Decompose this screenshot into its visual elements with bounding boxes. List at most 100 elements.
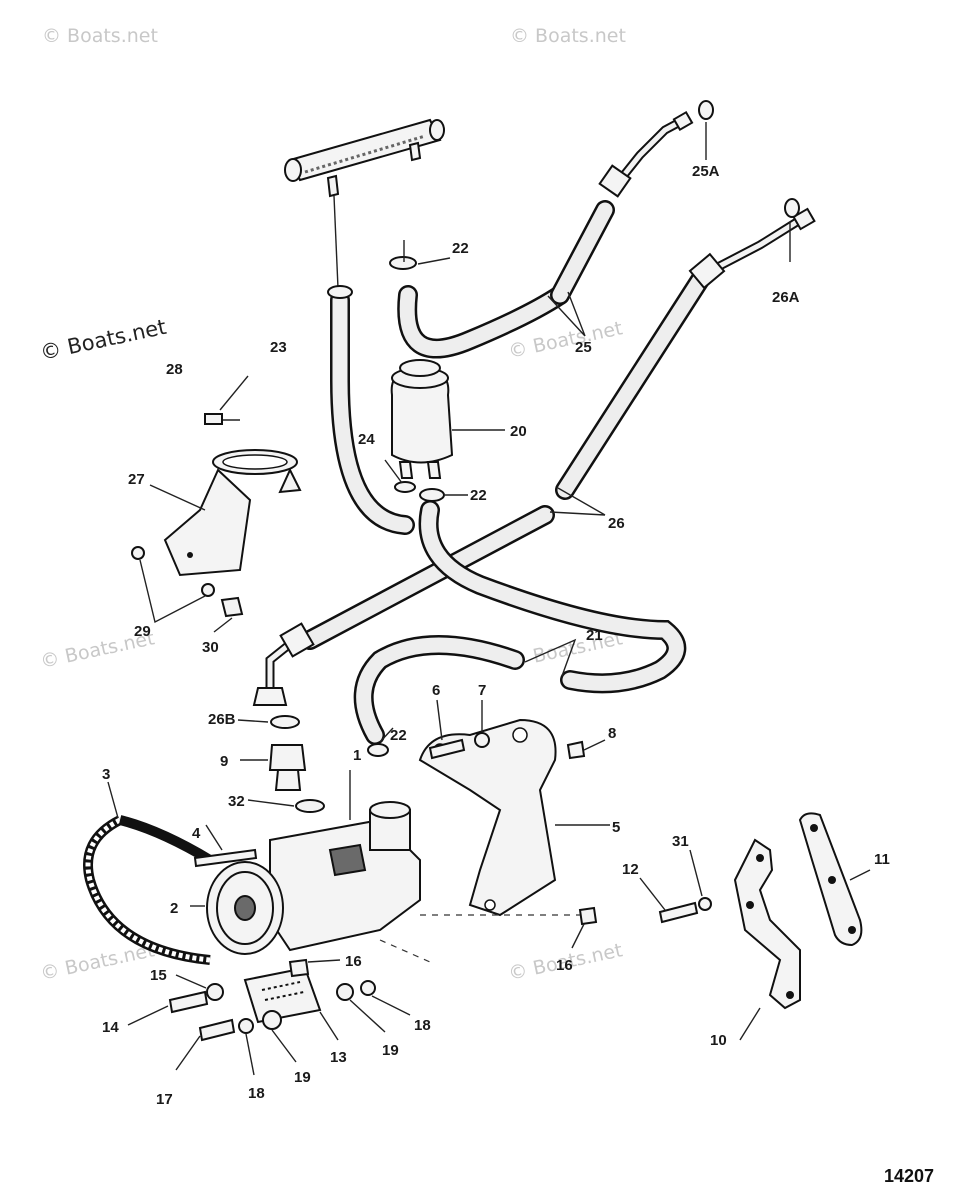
washer-19-left: [262, 1010, 282, 1030]
hose-23: [327, 285, 415, 535]
leader-6: [436, 699, 443, 741]
hose-25: [397, 110, 694, 359]
callout-25: 25: [575, 339, 592, 356]
bolt-14: [168, 990, 209, 1014]
callout-12: 12: [622, 861, 639, 878]
fitting-9: [268, 744, 307, 791]
callout-25a: 25A: [692, 163, 720, 180]
callout-19-right: 19: [382, 1042, 399, 1059]
callout-26b: 26B: [208, 711, 236, 728]
callout-17: 17: [156, 1091, 173, 1108]
callout-18-right: 18: [414, 1017, 431, 1034]
nut-30: [220, 596, 244, 618]
clamp-24: [394, 481, 416, 493]
washer-29b: [201, 583, 215, 597]
washer-18-right: [360, 980, 376, 996]
bracket-13: [243, 966, 322, 1024]
bolt-6: [428, 738, 466, 760]
o-ring-26b: [270, 715, 300, 729]
leader-4: [205, 824, 223, 851]
diagram-id: 14207: [884, 1166, 934, 1186]
leader-13: [319, 1011, 339, 1041]
leader-31: [689, 849, 703, 897]
callout-22-mid: 22: [470, 487, 487, 504]
washer-29a: [131, 546, 145, 560]
callout-15: 15: [150, 967, 167, 984]
callout-3: 3: [102, 766, 110, 783]
callout-19-left: 19: [294, 1069, 311, 1086]
bolt-28: [204, 413, 223, 425]
leader-15: [175, 974, 207, 989]
washer-31: [698, 897, 712, 911]
callout-1: 1: [353, 747, 361, 764]
leader-19-right: [349, 999, 386, 1033]
callout-16-right: 16: [556, 957, 573, 974]
leader-21: [524, 638, 577, 677]
callout-22-lower: 22: [390, 727, 407, 744]
leader-14: [127, 1005, 169, 1026]
leader-12: [639, 877, 666, 911]
hose-26: [252, 207, 816, 706]
cooler-tube: [284, 118, 445, 198]
callout-22-top: 22: [452, 240, 469, 257]
leader-18-right: [371, 995, 411, 1016]
callout-31: 31: [672, 833, 689, 850]
nut-16-right: [578, 906, 598, 926]
bracket-27: [163, 449, 302, 577]
callout-6: 6: [432, 682, 440, 699]
bolt-17: [198, 1018, 236, 1042]
washer-7: [474, 732, 490, 748]
nut-16-left: [288, 958, 310, 978]
dashline-lower: [379, 939, 431, 963]
callout-11: 11: [874, 851, 890, 868]
leader-30: [213, 617, 233, 633]
callout-23: 23: [270, 339, 287, 356]
callout-10: 10: [710, 1032, 727, 1049]
bolt-4: [193, 848, 258, 868]
callout-16-left: 16: [345, 953, 362, 970]
leader-32: [247, 799, 295, 807]
leader-17: [175, 1035, 201, 1071]
o-ring-25a: [698, 100, 714, 120]
leader-28b: [219, 375, 249, 411]
callout-20: 20: [510, 423, 527, 440]
leader-22-top: [417, 257, 451, 265]
leader-8: [583, 739, 606, 751]
leader-3: [107, 781, 119, 819]
watermark-top-left: © Boats.net: [42, 25, 158, 47]
callout-30: 30: [202, 639, 219, 656]
callout-14: 14: [102, 1019, 119, 1036]
callout-21: 21: [586, 627, 603, 644]
o-ring-32: [295, 799, 325, 813]
leader-29: [139, 559, 206, 624]
callout-26a: 26A: [772, 289, 800, 306]
o-ring-26a: [784, 198, 800, 218]
pump-1: [269, 801, 421, 952]
callout-4: 4: [192, 825, 201, 842]
callout-13: 13: [330, 1049, 347, 1066]
leader-11: [849, 869, 871, 881]
callout-26: 26: [608, 515, 625, 532]
callout-5: 5: [612, 819, 620, 836]
leader-18-left: [245, 1033, 255, 1076]
callout-28: 28: [166, 361, 183, 378]
callout-29: 29: [134, 623, 151, 640]
leader-25: [547, 291, 586, 337]
leader-22-lower: [379, 727, 394, 743]
watermark-main: © Boats.net: [38, 315, 168, 365]
hose-21: [353, 500, 687, 745]
washer-15: [206, 983, 224, 1001]
callout-27: 27: [128, 471, 145, 488]
leader-16-right: [571, 923, 585, 949]
cooler-leader: [333, 195, 339, 289]
leader-26b: [237, 719, 269, 723]
reservoir-20: [390, 359, 454, 479]
bolt-12: [658, 901, 699, 924]
callout-32: 32: [228, 793, 245, 810]
callout-7: 7: [478, 682, 486, 699]
belt-3: [83, 815, 213, 965]
washer-18-left: [238, 1018, 254, 1034]
callout-24: 24: [358, 431, 375, 448]
leader-24: [384, 459, 403, 484]
